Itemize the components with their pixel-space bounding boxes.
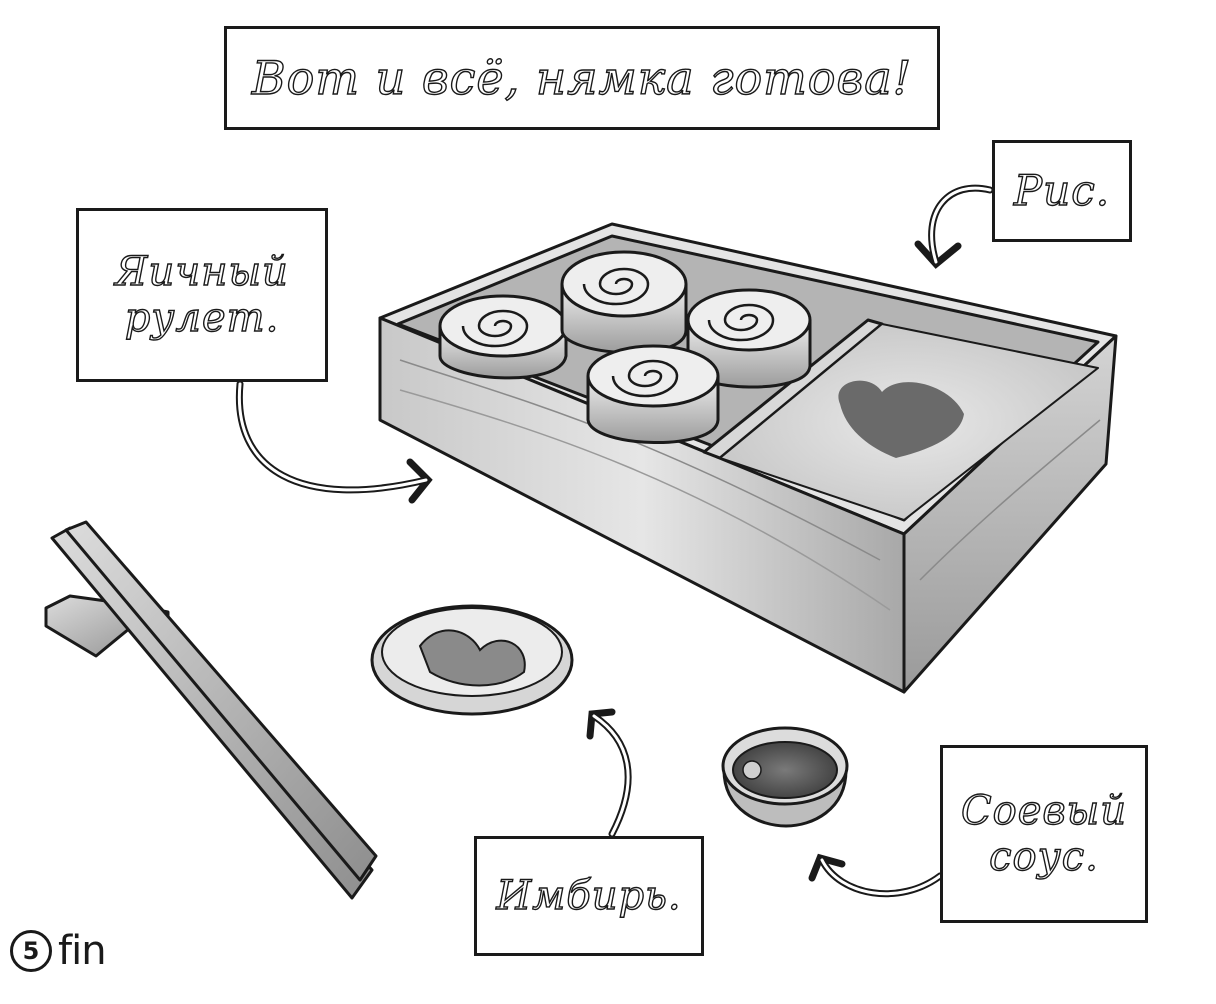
egg-roll-label-box: Яичный рулет.	[76, 208, 328, 382]
signature-text: fin	[58, 928, 107, 974]
egg-roll-label: Яичный рулет.	[114, 248, 289, 341]
ginger-label: Имбирь.	[496, 872, 682, 919]
ginger-label-box: Имбирь.	[474, 836, 704, 956]
egg-roll-label-line-2: рулет.	[124, 294, 280, 341]
soy-sauce-label-line-1: Соевый	[960, 787, 1127, 834]
soy-sauce-label-box: Соевый соус.	[940, 745, 1148, 923]
ginger-plate	[370, 604, 574, 716]
chopsticks	[44, 520, 378, 900]
soy-sauce-label-line-2: соус.	[988, 833, 1099, 880]
soy-sauce-label: Соевый соус.	[960, 787, 1127, 880]
rice-label: Рис.	[1013, 165, 1111, 215]
soy-sauce-bowl	[721, 726, 849, 828]
title-caption-box: Вот и всё, нямка готова!	[224, 26, 940, 130]
title-caption: Вот и всё, нямка готова!	[251, 50, 913, 105]
egg-rolls	[438, 250, 812, 444]
signature-circle-mark: 5	[10, 930, 52, 972]
egg-roll-label-line-1: Яичный	[114, 248, 289, 295]
rice-label-box: Рис.	[992, 140, 1132, 242]
artist-signature: 5 fin	[10, 928, 107, 974]
